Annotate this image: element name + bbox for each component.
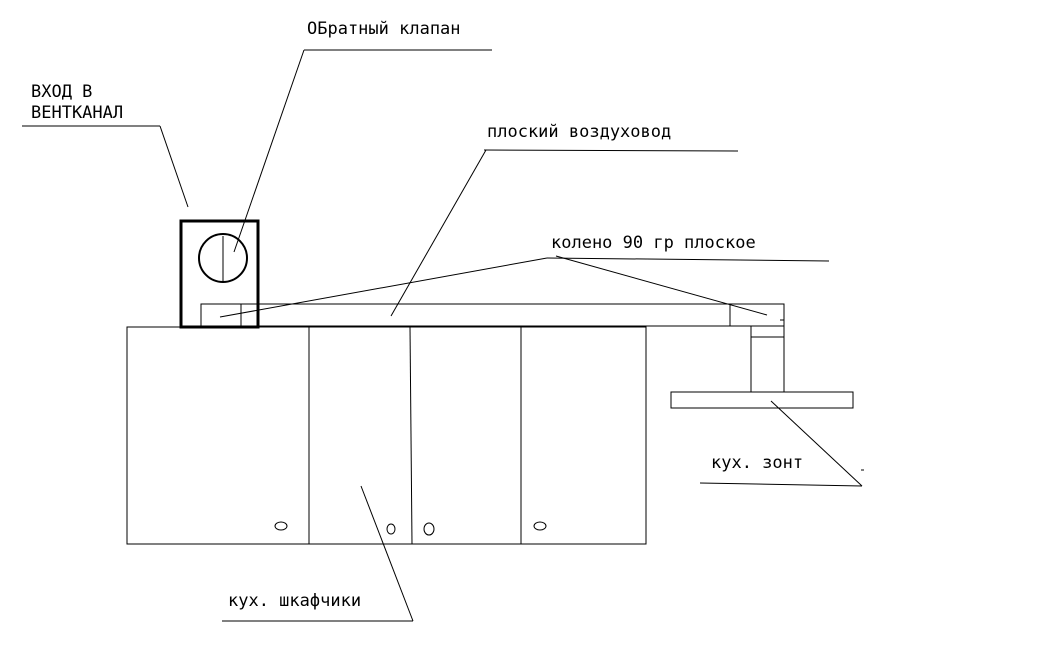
cabinet-knob-3	[423, 522, 435, 536]
cabinet-knob-1	[274, 521, 288, 531]
flat-duct-leader	[390, 149, 487, 317]
leader-lines	[22, 49, 864, 622]
check-valve-label: ОБратный клапан	[307, 19, 461, 39]
check-valve-leader	[233, 49, 305, 253]
cabinet-knob-4	[533, 521, 547, 531]
hood-leader	[770, 400, 863, 487]
elbow-horizontal-part	[729, 303, 785, 327]
vent-inlet-leader	[159, 125, 189, 208]
elbow-leader-left	[219, 257, 548, 318]
elbow-leader-right	[555, 255, 768, 316]
kitchen-hood	[670, 391, 854, 409]
hood-label: кух. зонт	[711, 453, 803, 473]
flat-duct-underline	[483, 149, 739, 152]
kitchen-cabinets	[126, 326, 647, 545]
cabinet-knob-2	[386, 523, 396, 535]
cabinets-label: кух. шкафчики	[228, 591, 361, 611]
vent-inlet-label-line1: ВХОД В	[31, 82, 92, 102]
flat-duct-body	[200, 303, 731, 327]
cabinets-outline	[126, 326, 647, 545]
flat-duct-label: плоский воздуховод	[487, 122, 671, 142]
vent-inlet-label-line2: ВЕНТКАНАЛ	[31, 103, 123, 123]
vent-inlet	[179, 219, 260, 329]
elbow-label: колено 90 гр плоское	[551, 233, 756, 253]
flat-duct	[200, 303, 731, 327]
cabinet-divider-2	[409, 326, 413, 545]
hood-underline	[699, 482, 863, 487]
elbow-underline	[546, 257, 830, 262]
cabinets-leader	[360, 485, 414, 622]
elbow-90	[729, 303, 785, 392]
vent-inlet-box	[179, 219, 260, 329]
